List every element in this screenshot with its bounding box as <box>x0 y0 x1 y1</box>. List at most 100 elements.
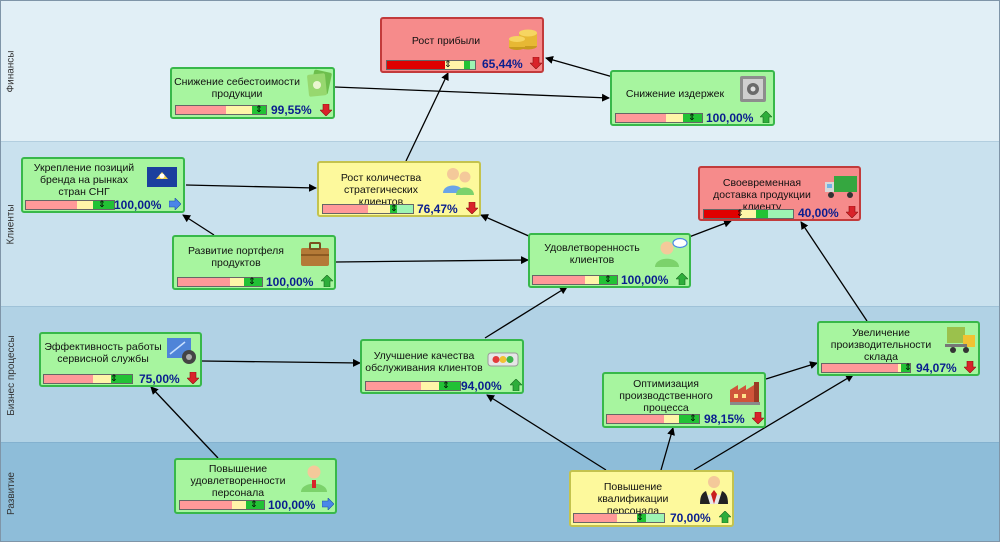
progress-bar: ⇕ <box>615 113 703 123</box>
percent-value: 99,55% <box>271 103 312 117</box>
trend-right-icon <box>322 498 334 510</box>
trend-down-icon <box>530 57 542 69</box>
marker-icon: ⇕ <box>390 203 398 213</box>
marker-icon: ⇕ <box>636 512 644 522</box>
percent-value: 100,00% <box>266 275 314 289</box>
gear-icon <box>167 338 196 364</box>
trend-up-icon <box>510 379 522 391</box>
forklift-icon <box>945 327 975 353</box>
card-title: Удовлетворенность клиентов <box>544 242 640 266</box>
trend-down-icon <box>964 361 976 373</box>
lane-development: Развитие <box>1 442 999 541</box>
progress-bar: ⇕ <box>386 60 476 70</box>
marker-icon: ⇕ <box>98 199 106 209</box>
percent-value: 40,00% <box>798 206 839 220</box>
card-title: Развитие портфеля продуктов <box>188 245 284 269</box>
percent-value: 75,00% <box>139 372 180 386</box>
trend-up-icon <box>760 111 772 123</box>
coins-icon <box>509 29 537 50</box>
card-production[interactable]: Оптимизация производственного процесса ⇕… <box>602 372 766 428</box>
percent-value: 94,07% <box>916 361 957 375</box>
card-title: Эффективность работы сервисной службы <box>44 341 162 365</box>
card-title: Снижение издержек <box>625 88 725 100</box>
progress-bar: ⇕ <box>532 275 618 285</box>
card-profit[interactable]: Рост прибыли ⇕ 65,44% <box>380 17 544 73</box>
percent-value: 94,00% <box>461 379 502 393</box>
card-title: Снижение себестоимости продукции <box>174 76 300 100</box>
percent-value: 100,00% <box>621 273 669 287</box>
marker-icon: ⇕ <box>255 104 263 114</box>
card-brand[interactable]: Укрепление позиций бренда на рынках стра… <box>21 157 185 213</box>
card-portfolio[interactable]: Развитие портфеля продуктов ⇕ 100,00% <box>172 235 336 290</box>
progress-bar: ⇕ <box>703 209 794 219</box>
briefcase-icon <box>301 242 329 266</box>
marker-icon: ⇕ <box>248 276 256 286</box>
progress-bar: ⇕ <box>43 374 133 384</box>
card-expense-reduction[interactable]: Снижение издержек ⇕ 100,00% <box>610 70 775 126</box>
marker-icon: ⇕ <box>444 59 452 69</box>
progress-bar: ⇕ <box>25 200 115 210</box>
percent-value: 100,00% <box>706 111 754 125</box>
marker-icon: ⇕ <box>442 380 450 390</box>
percent-value: 65,44% <box>482 57 523 71</box>
trend-down-icon <box>752 412 764 424</box>
lane-label-finance: Финансы <box>5 50 17 92</box>
progress-bar: ⇕ <box>177 277 263 287</box>
marker-icon: ⇕ <box>904 362 912 372</box>
lane-label-processes: Бизнес процессы <box>5 334 17 416</box>
trend-down-icon <box>466 202 478 214</box>
card-customer-satisfaction[interactable]: Удовлетворенность клиентов ⇕ 100,00% <box>528 233 691 288</box>
card-warehouse[interactable]: Увеличение производительности склада ⇕ 9… <box>817 321 980 376</box>
trend-up-icon <box>321 275 333 287</box>
trend-right-icon <box>169 198 181 210</box>
users-icon <box>443 168 474 195</box>
progress-bar: ⇕ <box>179 500 265 510</box>
progress-bar: ⇕ <box>175 105 267 115</box>
card-title: Увеличение производительности склада <box>830 327 932 363</box>
card-title: Укрепление позиций бренда на рынках стра… <box>33 162 135 198</box>
truck-icon <box>825 176 857 198</box>
marker-icon: ⇕ <box>689 413 697 423</box>
marker-icon: ⇕ <box>604 274 612 284</box>
progress-bar: ⇕ <box>606 414 700 424</box>
progress-bar: ⇕ <box>322 204 414 214</box>
lane-label-development: Развитие <box>5 472 17 515</box>
marker-icon: ⇕ <box>688 112 696 122</box>
user-chat-icon <box>655 237 688 267</box>
card-service-efficiency[interactable]: Эффективность работы сервисной службы ⇕ … <box>39 332 202 387</box>
card-title: Оптимизация производственного процесса <box>619 378 713 414</box>
factory-icon <box>730 382 760 405</box>
marker-icon: ⇕ <box>110 373 118 383</box>
trend-down-icon <box>187 372 199 384</box>
percent-value: 98,15% <box>704 412 745 426</box>
marker-icon: ⇕ <box>736 208 744 218</box>
card-delivery[interactable]: Своевременная доставка продукции клиенту… <box>698 166 861 221</box>
progress-bar: ⇕ <box>573 513 665 523</box>
person-icon <box>301 465 327 492</box>
card-staff-satisfaction[interactable]: Повышение удовлетворенности персонала ⇕ … <box>174 458 337 514</box>
flag-icon <box>147 167 177 187</box>
percent-value: 100,00% <box>268 498 316 512</box>
trend-up-icon <box>676 273 688 285</box>
money-icon <box>307 69 332 97</box>
card-service-quality[interactable]: Улучшение качества обслуживания клиентов… <box>360 339 524 394</box>
card-title: Рост прибыли <box>411 35 481 47</box>
percent-value: 70,00% <box>670 511 711 525</box>
lane-label-customers: Клиенты <box>5 204 17 245</box>
card-cost-reduction[interactable]: Снижение себестоимости продукции ⇕ 99,55… <box>170 67 335 119</box>
businessman-icon <box>700 476 728 504</box>
card-title: Повышение удовлетворенности персонала <box>190 463 286 499</box>
card-title: Улучшение качества обслуживания клиентов <box>365 350 483 374</box>
progress-bar: ⇕ <box>365 381 461 391</box>
card-strategic-clients[interactable]: Рост количества стратегических клиентов … <box>317 161 481 217</box>
marker-icon: ⇕ <box>250 499 258 509</box>
safe-icon <box>740 76 766 102</box>
trend-up-icon <box>719 511 731 523</box>
trend-down-icon <box>846 206 858 218</box>
percent-value: 100,00% <box>114 198 162 212</box>
progress-bar: ⇕ <box>821 362 912 373</box>
trend-down-icon <box>320 104 332 116</box>
card-staff-qualification[interactable]: Повышение квалификации персонала ⇕ 70,00… <box>569 470 734 527</box>
percent-value: 76,47% <box>417 202 458 216</box>
